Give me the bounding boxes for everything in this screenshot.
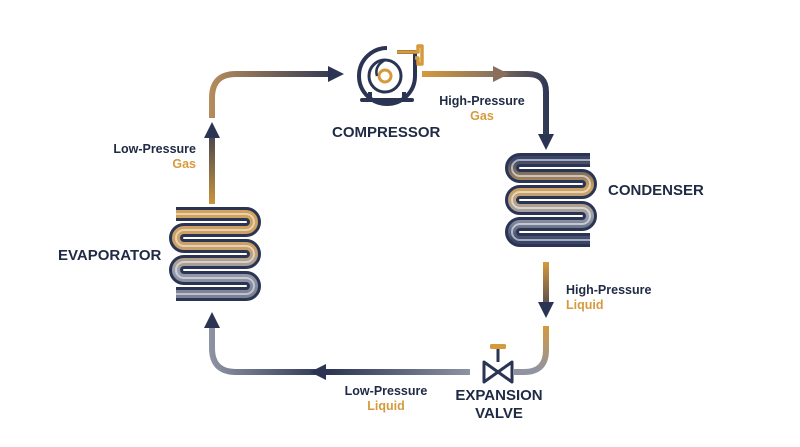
condenser-coil-icon — [505, 153, 597, 247]
evaporator-coil-icon — [169, 207, 261, 301]
condenser-label: CONDENSER — [608, 182, 704, 199]
flow-arrow-into-valve — [514, 326, 549, 375]
flow-arrow-valve-to-evaporator — [204, 312, 470, 380]
compressor-label: COMPRESSOR — [332, 124, 441, 141]
state-pressure: Low-Pressure — [113, 142, 196, 156]
expansion-valve-label-line2: VALVE — [475, 405, 523, 422]
state-label-after-compressor: High-Pressure Gas — [434, 94, 530, 124]
state-pressure: Low-Pressure — [344, 384, 428, 398]
state-phase: Gas — [470, 109, 494, 123]
state-pressure: High-Pressure — [566, 283, 652, 297]
state-label-after-condenser: High-Pressure Liquid — [566, 283, 651, 313]
compressor-icon — [357, 44, 424, 106]
state-phase: Liquid — [566, 298, 604, 312]
state-pressure: High-Pressure — [439, 94, 525, 108]
state-label-after-valve: Low-Pressure Liquid — [338, 384, 434, 414]
expansion-valve-label-line1: EXPANSION — [455, 387, 543, 404]
expansion-valve-label: EXPANSION VALVE — [448, 387, 550, 423]
expansion-valve-icon — [482, 344, 514, 384]
state-label-after-evaporator: Low-Pressure Gas — [98, 142, 196, 172]
flow-arrow-condenser-down — [538, 262, 554, 318]
flow-arrow-evaporator-to-compressor-top — [209, 66, 344, 118]
flow-arrow-evaporator-up — [204, 122, 220, 204]
flow-arrow-compressor-to-condenser — [422, 66, 554, 150]
state-phase: Liquid — [367, 399, 405, 413]
evaporator-label: EVAPORATOR — [58, 247, 162, 264]
state-phase: Gas — [172, 157, 196, 171]
